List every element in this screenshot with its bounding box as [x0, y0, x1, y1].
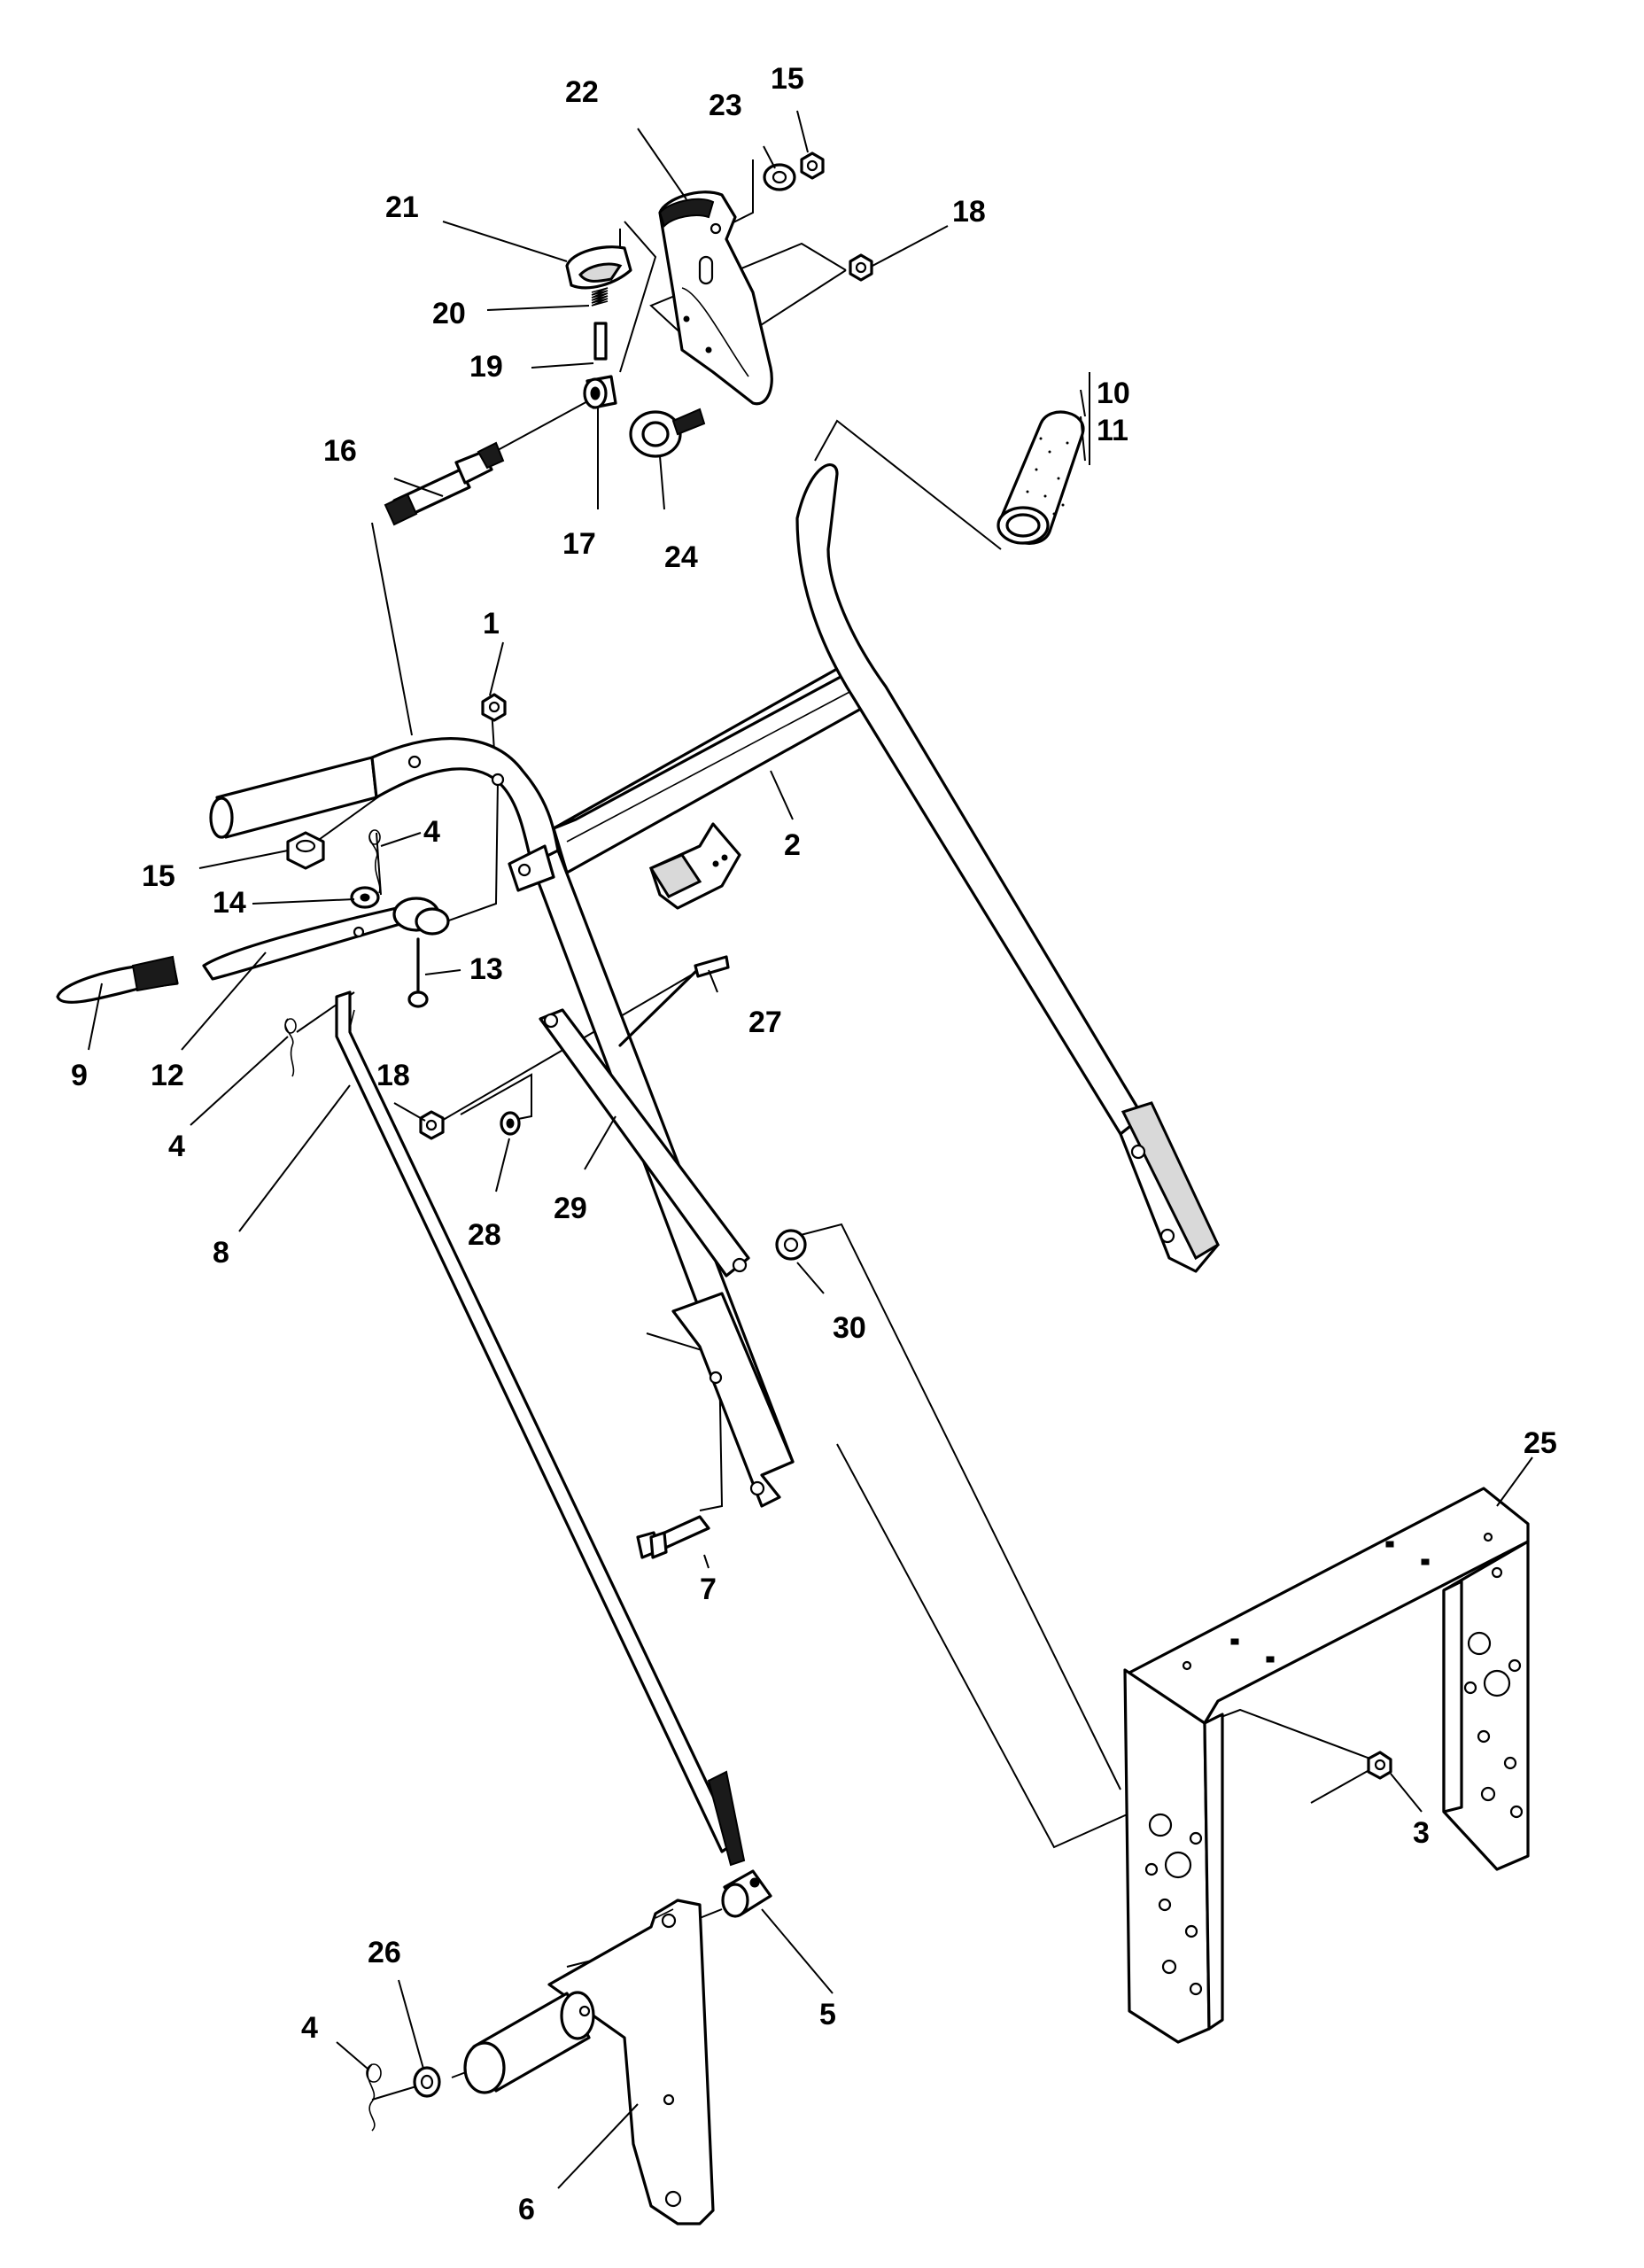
- callout-25: 25: [1524, 1426, 1557, 1460]
- control-plate-part: [658, 190, 773, 406]
- pin-19-part: [593, 322, 608, 361]
- callout-26: 26: [368, 1936, 401, 1969]
- callout-21: 21: [385, 190, 419, 224]
- ferrule-part: [721, 1869, 772, 1918]
- washer-23-part: [763, 163, 796, 191]
- pivot-bolt-part: [384, 441, 505, 526]
- callout-5: 5: [819, 1998, 836, 2031]
- lock-button-part: [565, 245, 632, 290]
- washer-30-part: [775, 1229, 807, 1261]
- knob-part: [56, 955, 179, 1004]
- shift-rod-part: [335, 990, 746, 1867]
- callout-2: 2: [784, 828, 801, 862]
- bolt-7-part: [636, 1515, 710, 1559]
- callout-20: 20: [432, 297, 466, 330]
- callout-8: 8: [213, 1236, 229, 1270]
- callout-30: 30: [833, 1311, 866, 1345]
- hairpin-clip-4-part-c: [366, 2063, 382, 2132]
- callout-24: 24: [664, 540, 698, 574]
- callout-7: 7: [700, 1573, 717, 1606]
- callout-14: 14: [213, 886, 246, 920]
- callout-12: 12: [151, 1059, 184, 1092]
- callout-1: 1: [483, 607, 500, 641]
- callout-10: 10: [1097, 377, 1130, 410]
- bushing-17-part: [583, 375, 617, 409]
- washer-28-part: [500, 1111, 521, 1136]
- callout-3: 3: [1413, 1816, 1430, 1850]
- hairpin-clip-4-part-b: [284, 1018, 297, 1077]
- pin-13-part: [407, 937, 429, 1008]
- shoulder-bolt-part: [629, 408, 706, 458]
- callout-6: 6: [518, 2193, 535, 2226]
- callout-29: 29: [554, 1192, 587, 1225]
- nut-18-top-part: [849, 253, 873, 282]
- base-bracket-part: [1123, 1487, 1530, 2044]
- callout-28: 28: [468, 1218, 501, 1252]
- callout-23: 23: [709, 89, 742, 122]
- callout-16: 16: [323, 434, 357, 468]
- callout-27: 27: [748, 1006, 782, 1039]
- callout-19: 19: [469, 350, 503, 384]
- callout-4-middle: 4: [168, 1130, 185, 1163]
- grip-part: [996, 410, 1085, 545]
- nut-18-left-part: [419, 1110, 445, 1140]
- link-part: [539, 1008, 750, 1278]
- cable-rod-part: [618, 955, 730, 1047]
- washer-14-part: [350, 886, 380, 909]
- callout-18-top: 18: [952, 195, 986, 229]
- callout-leaders: [88, 110, 1533, 2189]
- shift-arm-part: [463, 1899, 715, 2225]
- washer-26-part: [413, 2066, 441, 2098]
- callout-4-bottom: 4: [301, 2011, 318, 2045]
- nut-1-part: [481, 693, 507, 722]
- callout-22: 22: [565, 75, 599, 109]
- callout-9: 9: [71, 1059, 88, 1092]
- callout-labels: 1 2 3 4 4 4 5 6 7 8 9 10 11 12 13 14 15 …: [71, 62, 1557, 2226]
- callout-15-left: 15: [142, 859, 175, 893]
- right-handle-tube-part: [795, 463, 1220, 1273]
- callout-15-top: 15: [771, 62, 804, 96]
- nut-part-3: [1367, 1751, 1392, 1780]
- cross-brace-part: [508, 663, 879, 910]
- spring-part: [591, 287, 609, 307]
- callout-4-top: 4: [423, 815, 440, 849]
- hairpin-clip-4-part-a: [368, 829, 381, 894]
- nut-15-top-part: [800, 151, 825, 180]
- callout-13: 13: [469, 952, 503, 986]
- nut-15-left-part: [286, 831, 325, 870]
- callout-17: 17: [562, 527, 596, 561]
- callout-11: 11: [1097, 414, 1128, 447]
- callout-18-left: 18: [376, 1059, 410, 1092]
